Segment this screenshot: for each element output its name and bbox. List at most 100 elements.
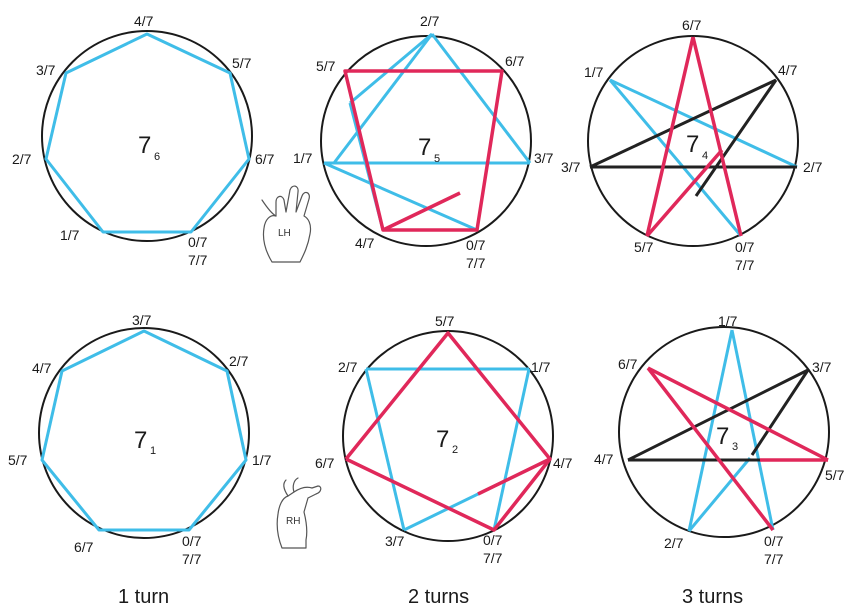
star-segment-red <box>343 69 504 232</box>
circle-outline <box>38 327 250 539</box>
vertex-label: 6/7 <box>505 53 525 69</box>
vertex-label: 0/7 <box>483 532 503 548</box>
vertex-label: 6/7 <box>618 356 638 372</box>
vertex-label: 2/7 <box>338 359 358 375</box>
vertex-label: 5/7 <box>316 58 336 74</box>
star-segment-red <box>691 36 743 237</box>
circle-outline <box>587 35 799 247</box>
star-segment-blue <box>492 368 531 531</box>
vertex-label: 0/7 <box>466 237 486 253</box>
vertex-label: 5/7 <box>435 313 455 329</box>
vertex-label: 0/7 <box>188 234 208 250</box>
heptagon-blue <box>40 329 248 532</box>
vertex-label: 7/7 <box>483 550 503 566</box>
vertex-label: 4/7 <box>553 455 573 471</box>
star-segment-blue <box>730 329 775 531</box>
center-label: 7 <box>436 426 449 453</box>
circle-outline <box>41 30 253 242</box>
vertex-label: 5/7 <box>232 55 252 71</box>
vertex-label: 4/7 <box>778 62 798 78</box>
diagram-7-5: 7 5 2/7 6/7 3/7 0/7 7/7 4/7 1/7 5/7 <box>293 13 554 271</box>
vertex-label: 2/7 <box>664 535 684 551</box>
vertex-label: 0/7 <box>182 533 202 549</box>
star-segment-black <box>589 78 777 169</box>
star-segment-blue <box>687 457 752 532</box>
vertex-label: 1/7 <box>718 313 738 329</box>
circle-outline <box>320 35 532 247</box>
star-segment-blue <box>332 33 434 164</box>
center-subscript: 4 <box>702 150 708 162</box>
right-hand-icon <box>276 477 322 549</box>
diagram-7-6: 7 6 4/7 5/7 6/7 0/7 7/7 1/7 2/7 3/7 <box>12 13 275 268</box>
star-segment-blue <box>364 368 406 531</box>
left-hand-icon <box>261 185 312 263</box>
vertex-label: 2/7 <box>12 151 32 167</box>
circle-outline <box>618 326 830 538</box>
vertex-label: 3/7 <box>534 150 554 166</box>
star-segment-blue <box>608 79 743 237</box>
vertex-label: 5/7 <box>8 452 28 468</box>
vertex-label: 7/7 <box>182 551 202 567</box>
vertex-label: 4/7 <box>134 13 154 29</box>
vertex-label: 1/7 <box>293 150 313 166</box>
vertex-label: 2/7 <box>803 159 823 175</box>
vertex-label: 1/7 <box>252 452 272 468</box>
star-segment-blue <box>430 33 532 164</box>
star-segment-blue <box>323 161 478 232</box>
caption-1-turn: 1 turn <box>118 586 169 608</box>
vertex-label: 6/7 <box>315 455 335 471</box>
vertex-label: 1/7 <box>584 64 604 80</box>
vertex-label: 2/7 <box>420 13 440 29</box>
vertex-label: 3/7 <box>36 62 56 78</box>
center-subscript: 5 <box>434 153 440 165</box>
center-subscript: 3 <box>732 441 738 453</box>
vertex-label: 3/7 <box>561 159 581 175</box>
star-segment-red <box>645 148 724 238</box>
star-segment-blue <box>349 32 433 105</box>
vertex-label: 7/7 <box>188 252 208 268</box>
vertex-label: 2/7 <box>229 353 249 369</box>
center-label: 7 <box>418 134 431 161</box>
caption-3-turns: 3 turns <box>682 586 743 608</box>
heptagon-blue <box>44 32 251 234</box>
star-segment-red <box>647 366 829 462</box>
vertex-label: 0/7 <box>735 239 755 255</box>
star-segment-red <box>477 457 551 496</box>
diagram-7-2: 7 2 5/7 1/7 4/7 0/7 7/7 3/7 6/7 2/7 <box>315 313 573 566</box>
diagram-7-4: 7 4 6/7 4/7 2/7 0/7 7/7 5/7 3/7 1/7 <box>561 17 823 273</box>
star-segment-blue <box>609 78 798 169</box>
vertex-label: 7/7 <box>735 257 755 273</box>
vertex-label: 4/7 <box>594 451 614 467</box>
vertex-label: 6/7 <box>255 151 275 167</box>
vertex-label: 4/7 <box>355 235 375 251</box>
center-subscript: 6 <box>154 151 160 163</box>
left-hand-label: LH <box>278 228 291 239</box>
star-segment-blue <box>687 329 734 532</box>
star-segment-red <box>645 36 695 237</box>
right-hand-label: RH <box>286 516 300 527</box>
center-label: 7 <box>716 423 729 450</box>
vertex-label: 4/7 <box>32 360 52 376</box>
vertex-label: 1/7 <box>531 359 551 375</box>
center-label: 7 <box>134 427 147 454</box>
vertex-label: 1/7 <box>60 227 80 243</box>
caption-2-turns: 2 turns <box>408 586 469 608</box>
vertex-label: 6/7 <box>74 539 94 555</box>
star-segment-black <box>694 79 778 197</box>
center-label: 7 <box>686 131 699 158</box>
star-segment-black <box>750 369 810 456</box>
vertex-label: 6/7 <box>682 17 702 33</box>
diagram-7-1: 7 1 3/7 2/7 1/7 0/7 7/7 6/7 5/7 4/7 <box>8 312 272 567</box>
vertex-label: 7/7 <box>466 255 486 271</box>
vertex-label: 3/7 <box>812 359 832 375</box>
circle-outline <box>342 330 554 542</box>
diagram-7-3: 7 3 1/7 3/7 5/7 0/7 7/7 2/7 4/7 6/7 <box>594 313 845 567</box>
vertex-label: 0/7 <box>764 533 784 549</box>
star-segment-red <box>646 366 775 532</box>
center-subscript: 2 <box>452 444 458 456</box>
star-segment-red <box>382 191 461 232</box>
vertex-label: 7/7 <box>764 551 784 567</box>
center-subscript: 1 <box>150 445 156 457</box>
vertex-label: 3/7 <box>385 533 405 549</box>
